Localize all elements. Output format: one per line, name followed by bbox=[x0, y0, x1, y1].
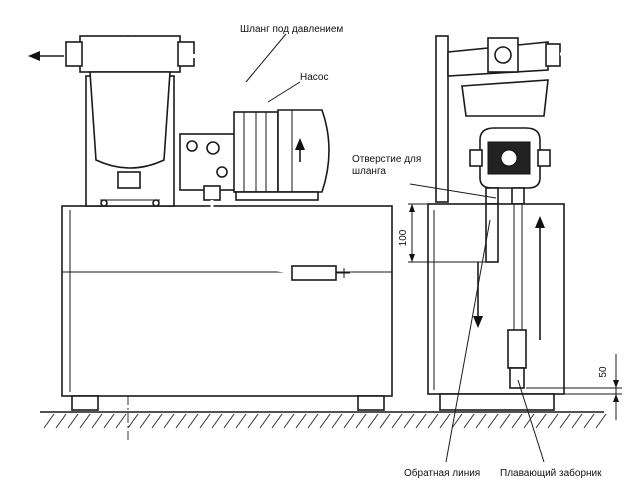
ground-hatch bbox=[295, 413, 307, 429]
label-hose-opening-1: Отверстие для bbox=[352, 154, 421, 165]
leader-pump bbox=[267, 81, 301, 103]
filter-drain bbox=[117, 171, 141, 189]
tank-foot-right bbox=[357, 395, 385, 411]
ground-hatch bbox=[151, 413, 163, 429]
suction-fitting bbox=[203, 185, 221, 201]
tank-left bbox=[61, 205, 393, 397]
ground-hatch bbox=[499, 413, 511, 429]
ground-hatch bbox=[91, 413, 103, 429]
filter-fitting-left bbox=[65, 41, 83, 67]
ground-hatch bbox=[571, 413, 583, 429]
ground-hatch bbox=[55, 413, 67, 429]
ground-hatch bbox=[247, 413, 259, 429]
ground-hatch bbox=[511, 413, 523, 429]
ground-hatch bbox=[475, 413, 487, 429]
ground-hatch bbox=[199, 413, 211, 429]
dimension-bottom-value: 50 bbox=[598, 366, 609, 378]
dimension-bottom bbox=[526, 354, 622, 420]
return-pipe bbox=[485, 203, 499, 263]
strainer bbox=[291, 265, 337, 281]
ground-hatch bbox=[439, 413, 451, 429]
arrow-up-icon bbox=[295, 138, 305, 162]
ground-hatch bbox=[427, 413, 439, 429]
ground-hatch bbox=[163, 413, 175, 429]
ground-hatch bbox=[259, 413, 271, 429]
filter-fitting-side bbox=[545, 43, 561, 67]
right-view bbox=[408, 35, 622, 463]
ground-hatch bbox=[43, 413, 55, 429]
ground-hatch bbox=[463, 413, 475, 429]
ground-hatch bbox=[187, 413, 199, 429]
ground bbox=[40, 411, 607, 429]
ground-hatch bbox=[139, 413, 151, 429]
label-pressure-hose: Шланг под давлением bbox=[240, 24, 343, 35]
motor-base bbox=[235, 191, 319, 201]
ground-hatch bbox=[595, 413, 607, 429]
tank-foot-left bbox=[71, 395, 99, 411]
ground-hatch bbox=[307, 413, 319, 429]
left-view bbox=[28, 33, 393, 440]
arrow-up-icon bbox=[535, 216, 545, 340]
filter-bowl bbox=[89, 71, 171, 169]
ground-hatch bbox=[367, 413, 379, 429]
ground-hatch bbox=[547, 413, 559, 429]
side-panel bbox=[435, 35, 449, 203]
ground-hatch bbox=[79, 413, 91, 429]
ground-hatch bbox=[319, 413, 331, 429]
label-hose-opening-2: шланга bbox=[352, 166, 386, 177]
ground-hatch bbox=[235, 413, 247, 429]
label-floating-intake: Плавающий заборник bbox=[500, 467, 602, 479]
ground-hatch bbox=[583, 413, 595, 429]
ground-hatch bbox=[127, 413, 139, 429]
ground-hatch bbox=[115, 413, 127, 429]
tank-base-right bbox=[439, 393, 555, 411]
ground-hatch bbox=[451, 413, 463, 429]
leader-pressure-hose bbox=[245, 33, 287, 83]
ground-hatch bbox=[103, 413, 115, 429]
floating-intake-body bbox=[507, 329, 527, 369]
label-return-line: Обратная линия bbox=[404, 467, 480, 479]
arrow-down-icon bbox=[473, 262, 483, 328]
filter-fitting-right bbox=[177, 41, 195, 67]
leader-floating-intake bbox=[517, 379, 545, 463]
ground-hatch bbox=[223, 413, 235, 429]
ground-hatch bbox=[379, 413, 391, 429]
ground-hatch bbox=[523, 413, 535, 429]
arrow-left-icon bbox=[28, 51, 64, 61]
ground-hatch bbox=[283, 413, 295, 429]
ground-hatch bbox=[67, 413, 79, 429]
filter-head bbox=[79, 35, 181, 73]
ground-hatch bbox=[403, 413, 415, 429]
filter-bowl-side bbox=[461, 79, 549, 117]
ground-hatch bbox=[343, 413, 355, 429]
ground-hatch bbox=[175, 413, 187, 429]
dimension-top-value: 100 bbox=[398, 229, 409, 246]
motor bbox=[277, 109, 330, 193]
ground-hatch bbox=[331, 413, 343, 429]
ground-hatch bbox=[211, 413, 223, 429]
ground-hatch bbox=[535, 413, 547, 429]
leader-return-line bbox=[445, 219, 491, 463]
ground-hatch bbox=[391, 413, 403, 429]
ground-hatch bbox=[355, 413, 367, 429]
ground-hatch bbox=[487, 413, 499, 429]
label-pump: Насос bbox=[300, 72, 328, 83]
leader-hose-opening bbox=[409, 183, 497, 199]
ground-hatch bbox=[271, 413, 283, 429]
ground-hatch bbox=[415, 413, 427, 429]
ground-hatch bbox=[559, 413, 571, 429]
dimension-top bbox=[408, 203, 486, 263]
